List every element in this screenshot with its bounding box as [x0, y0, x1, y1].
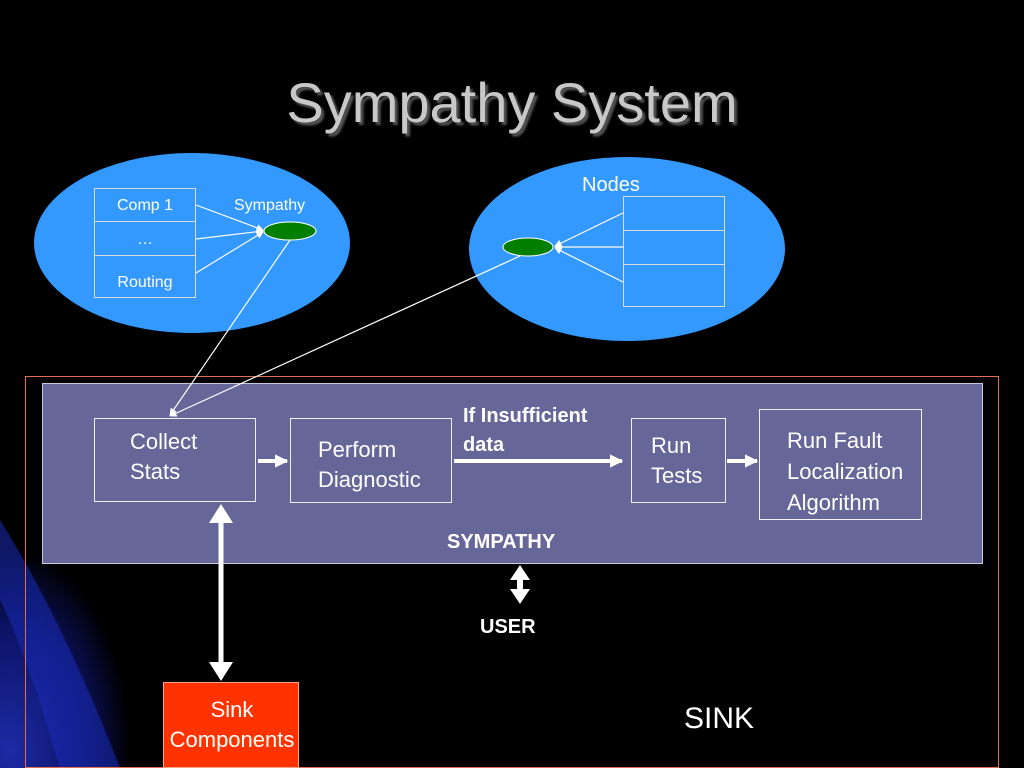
collect-stats-label: Collect Stats [130, 429, 198, 484]
right-sympathy-module [502, 237, 554, 257]
module-to-collect-lines [169, 239, 521, 417]
run-tests-box: Run Tests [631, 418, 726, 503]
sympathy-module-label: Sympathy [234, 197, 306, 214]
insufficient-data-label: If Insufficient data [463, 405, 588, 456]
sympathy-panel [42, 383, 983, 564]
user-label: USER [480, 616, 536, 638]
sink-label: SINK [684, 702, 755, 735]
right-stack-cell-2 [623, 230, 725, 265]
user-double-arrow [510, 565, 530, 604]
right-stack-cell-3 [623, 264, 725, 307]
left-sympathy-module [263, 221, 317, 241]
run-fault-localization-box: Run Fault Localization Algorithm [759, 409, 922, 520]
sink-components-label: Sink Components [169, 697, 295, 752]
left-stack-cell-ellipsis: … [94, 221, 196, 256]
collect-stats-box: Collect Stats [94, 418, 256, 502]
sympathy-panel-label: SYMPATHY [447, 531, 556, 553]
perform-diagnostic-label: Perform Diagnostic [318, 437, 421, 492]
run-tests-label: Run Tests [651, 433, 703, 488]
nodes-label: Nodes [582, 174, 640, 196]
right-stack-cell-1 [623, 196, 725, 231]
sink-components-double-arrow [209, 504, 233, 681]
slide-title: Sympathy System [286, 71, 738, 134]
left-fan-lines [195, 204, 264, 274]
sink-components-box: Sink Components [163, 682, 299, 768]
run-fault-localization-label: Run Fault Localization Algorithm [787, 428, 904, 515]
perform-diagnostic-box: Perform Diagnostic [290, 418, 452, 503]
left-stack-cell-routing: Routing [94, 255, 196, 298]
right-fan-lines [554, 212, 624, 283]
